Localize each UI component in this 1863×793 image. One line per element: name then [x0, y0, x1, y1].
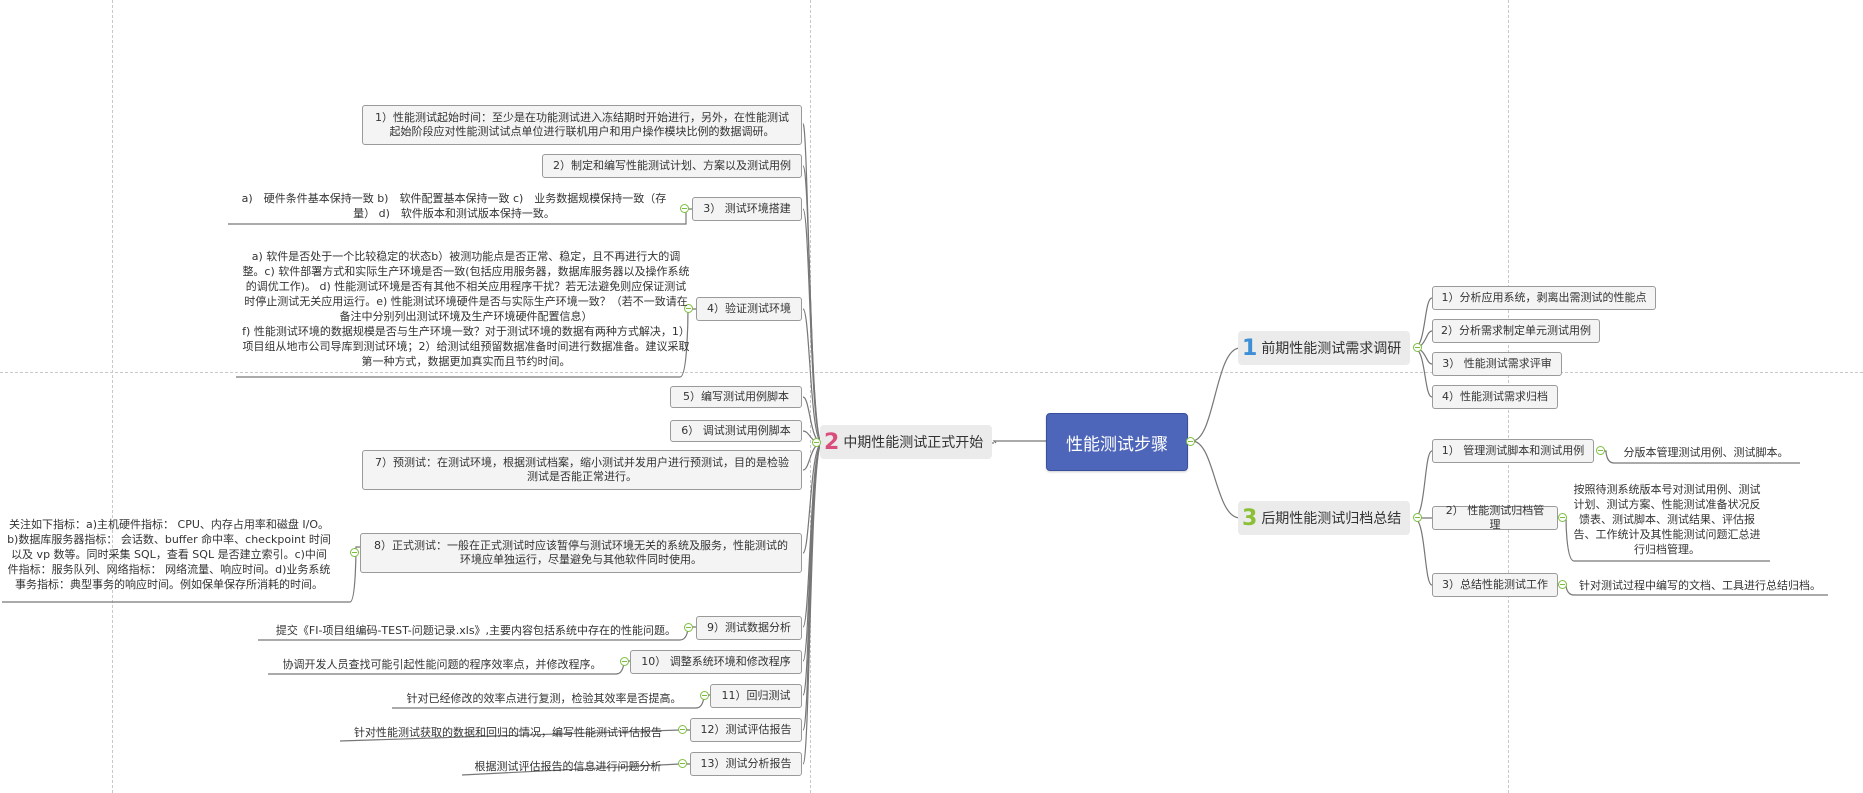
- subtopic-8[interactable]: 8）正式测试：一般在正式测试时应该暂停与测试环境无关的系统及服务，性能测试的环境…: [360, 533, 802, 573]
- early-subtopic-4[interactable]: 4）性能测试需求归档: [1432, 385, 1558, 409]
- collapse-toggle-icon[interactable]: [620, 657, 629, 666]
- late-subtopic-1[interactable]: 1） 管理测试脚本和测试用例: [1432, 439, 1594, 463]
- collapse-toggle-icon[interactable]: [1413, 343, 1422, 352]
- note-13: 根据测试评估报告的信息进行问题分析: [474, 759, 662, 773]
- topic-early[interactable]: 1 前期性能测试需求调研: [1238, 331, 1410, 365]
- subtopic-7[interactable]: 7）预测试：在测试环境，根据测试档案，缩小测试并发用户进行预测试，目的是检验测试…: [362, 450, 802, 490]
- topic-number-badge: 2: [824, 429, 840, 455]
- collapse-toggle-icon[interactable]: [812, 438, 821, 447]
- collapse-toggle-icon[interactable]: [678, 725, 687, 734]
- collapse-toggle-icon[interactable]: [1186, 437, 1195, 446]
- collapse-toggle-icon[interactable]: [1413, 513, 1422, 522]
- note-12: 针对性能测试获取的数据和回归的情况，编写性能测试评估报告: [354, 725, 662, 739]
- topic-late[interactable]: 3 后期性能测试归档总结: [1238, 501, 1410, 535]
- collapse-toggle-icon[interactable]: [684, 304, 693, 313]
- collapse-toggle-icon[interactable]: [684, 623, 693, 632]
- collapse-toggle-icon[interactable]: [1596, 446, 1605, 455]
- late-subtopic-2[interactable]: 2） 性能测试归档管理: [1432, 504, 1558, 531]
- subtopic-1[interactable]: 1）性能测试起始时间：至少是在功能测试进入冻结期时开始进行，另外，在性能测试起始…: [362, 105, 802, 145]
- late-subtopic-3[interactable]: 3）总结性能测试工作: [1432, 573, 1558, 597]
- note-8: 关注如下指标：a)主机硬件指标： CPU、内存占用率和磁盘 I/O。b)数据库服…: [7, 517, 331, 591]
- collapse-toggle-icon[interactable]: [678, 759, 687, 768]
- subtopic-5[interactable]: 5）编写测试用例脚本: [670, 386, 802, 408]
- topic-label: 后期性能测试归档总结: [1261, 511, 1402, 527]
- topic-number-badge: 1: [1242, 335, 1258, 361]
- page-guide-line: [0, 372, 1863, 373]
- collapse-toggle-icon[interactable]: [1558, 513, 1567, 522]
- late-note-2: 按照待测系统版本号对测试用例、测试计划、测试方案、性能测试准备状况反馈表、测试脚…: [1573, 482, 1761, 556]
- subtopic-13[interactable]: 13）测试分析报告: [690, 752, 802, 776]
- note-4: a) 软件是否处于一个比较稳定的状态b）被测功能点是否正常、稳定，且不再进行大的…: [242, 250, 690, 368]
- note-3: a) 硬件条件基本保持一致 b) 软件配置基本保持一致 c) 业务数据规模保持一…: [241, 192, 667, 220]
- late-note-3: 针对测试过程中编写的文档、工具进行总结归档。: [1579, 578, 1821, 592]
- subtopic-4[interactable]: 4）验证测试环境: [696, 297, 802, 321]
- late-note-1: 分版本管理测试用例、测试脚本。: [1623, 445, 1789, 459]
- page-guide-line: [810, 0, 811, 793]
- topic-number-badge: 3: [1242, 505, 1258, 531]
- note-11: 针对已经修改的效率点进行复测，检验其效率是否提高。: [406, 691, 682, 705]
- collapse-toggle-icon[interactable]: [350, 548, 359, 557]
- note-9: 提交《FI-项目组编码-TEST-问题记录.xls》,主要内容包括系统中存在的性…: [275, 623, 677, 637]
- early-subtopic-2[interactable]: 2）分析需求制定单元测试用例: [1432, 319, 1600, 343]
- topic-label: 前期性能测试需求调研: [1261, 341, 1402, 357]
- collapse-toggle-icon[interactable]: [1558, 580, 1567, 589]
- subtopic-11[interactable]: 11）回归测试: [710, 684, 802, 708]
- subtopic-3[interactable]: 3） 测试环境搭建: [692, 197, 802, 221]
- page-guide-line: [112, 0, 113, 793]
- early-subtopic-3[interactable]: 3） 性能测试需求评审: [1432, 352, 1562, 376]
- subtopic-9[interactable]: 9）测试数据分析: [696, 616, 802, 640]
- topic-mid[interactable]: 2 中期性能测试正式开始: [820, 425, 992, 459]
- central-topic[interactable]: 性能测试步骤: [1046, 413, 1188, 471]
- note-10: 协调开发人员查找可能引起性能问题的程序效率点，并修改程序。: [282, 657, 602, 671]
- early-subtopic-1[interactable]: 1）分析应用系统，剥离出需测试的性能点: [1432, 286, 1656, 310]
- subtopic-12[interactable]: 12）测试评估报告: [690, 718, 802, 742]
- subtopic-6[interactable]: 6） 调试测试用例脚本: [670, 420, 802, 442]
- subtopic-10[interactable]: 10） 调整系统环境和修改程序: [630, 650, 802, 674]
- collapse-toggle-icon[interactable]: [680, 204, 689, 213]
- topic-label: 中期性能测试正式开始: [843, 435, 984, 451]
- subtopic-2[interactable]: 2）制定和编写性能测试计划、方案以及测试用例: [542, 154, 802, 178]
- collapse-toggle-icon[interactable]: [700, 691, 709, 700]
